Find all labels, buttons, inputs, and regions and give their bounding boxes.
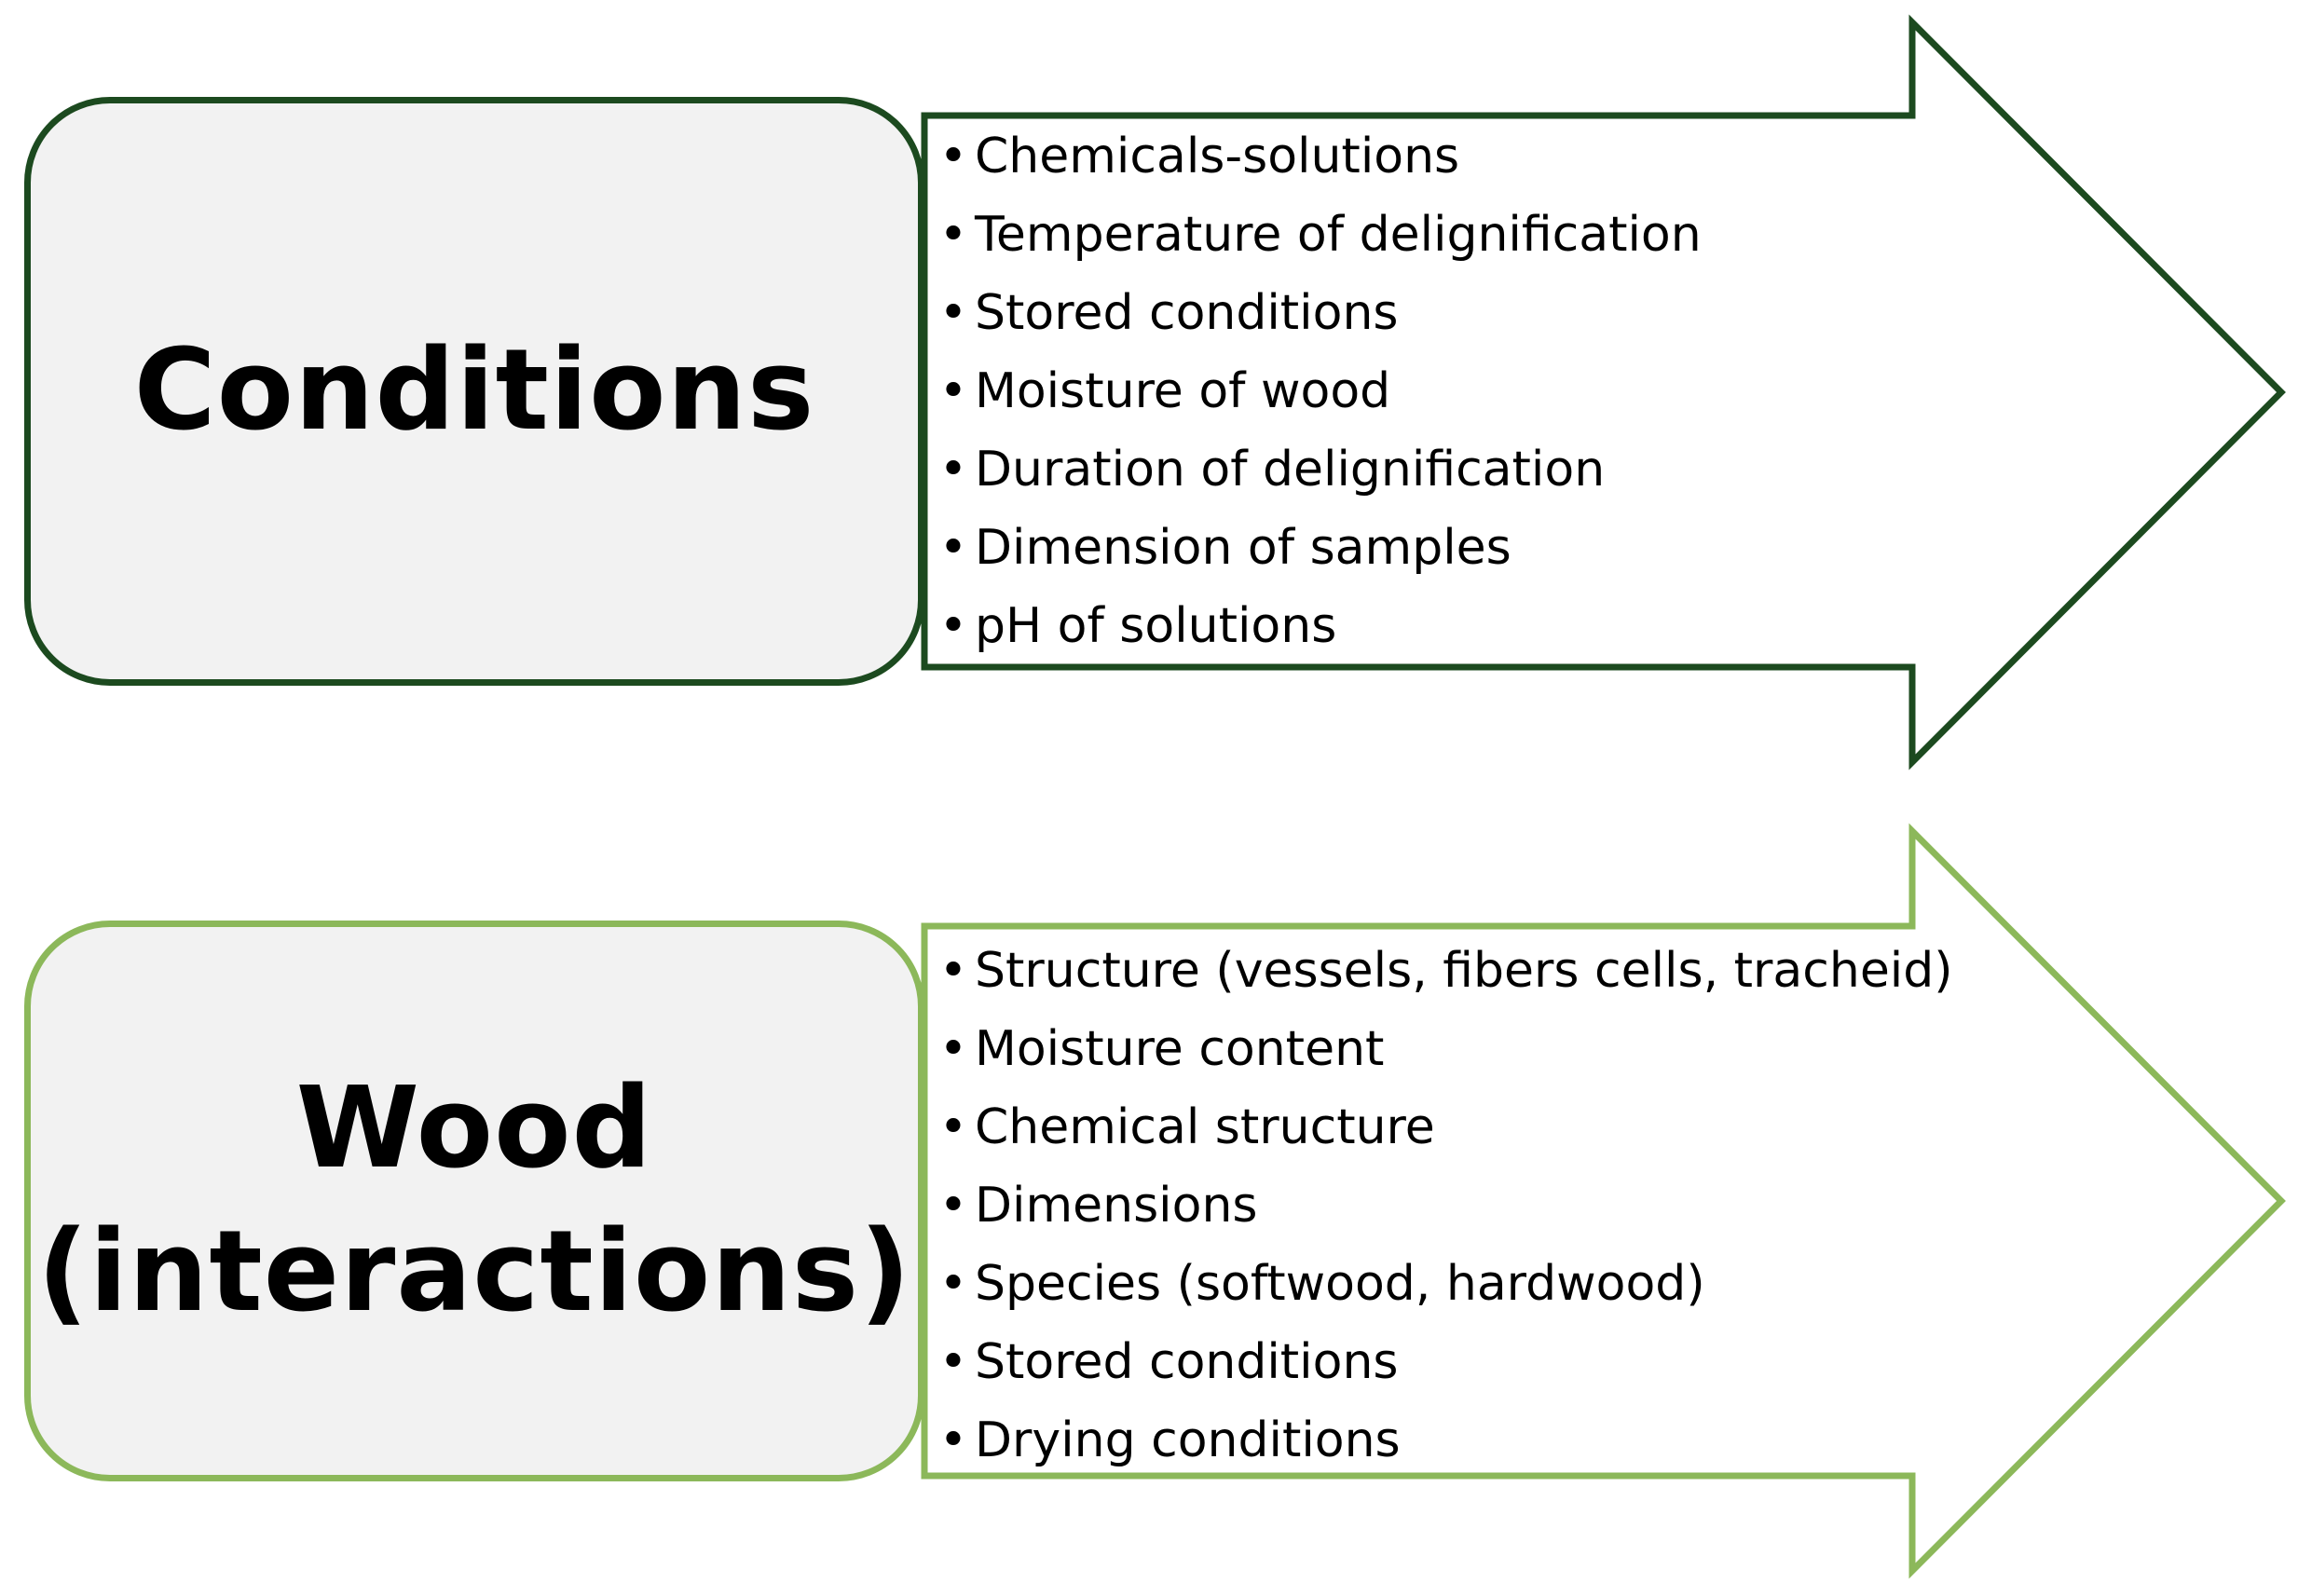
bullet-icon: •: [938, 943, 968, 999]
bullet-icon: •: [938, 1334, 968, 1390]
wood-label-line: Wood: [295, 1064, 653, 1194]
list-item-text: Temperature of delignification: [975, 207, 1702, 263]
bullet-icon: •: [938, 1178, 968, 1234]
wood-box: Wood (interactions): [24, 921, 924, 1481]
list-item: •Species (softwood, hardwood): [932, 1245, 1953, 1323]
bullet-icon: •: [938, 1021, 968, 1077]
list-item-text: Chemical structure: [975, 1099, 1435, 1155]
list-item: •Temperature of delignification: [932, 196, 1702, 274]
conditions-arrow: [921, 14, 2286, 771]
list-item-text: Drying conditions: [975, 1412, 1401, 1468]
list-item-text: Stored conditions: [975, 285, 1399, 341]
list-item: •Stored conditions: [932, 274, 1702, 352]
list-item: •Moisture content: [932, 1010, 1953, 1088]
list-item: •Dimension of samples: [932, 509, 1702, 587]
conditions-factor-list: •Chemicals-solutions •Temperature of del…: [932, 117, 1702, 665]
list-item-text: Dimensions: [975, 1178, 1258, 1234]
bullet-icon: •: [938, 442, 968, 498]
conditions-box: Conditions: [24, 97, 924, 686]
list-item-text: Moisture of wood: [975, 363, 1391, 419]
list-item-text: Stored conditions: [975, 1334, 1399, 1390]
wood-label-line: (interactions): [36, 1207, 912, 1337]
bullet-icon: •: [938, 598, 968, 654]
list-item-text: Moisture content: [975, 1021, 1385, 1077]
list-item-text: Dimension of samples: [975, 520, 1511, 576]
bullet-icon: •: [938, 363, 968, 419]
list-item: •Drying conditions: [932, 1401, 1953, 1480]
list-item-text: Duration of delignification: [975, 442, 1606, 498]
list-item: •Structure (vessels, fibers cells, trach…: [932, 932, 1953, 1010]
list-item: •Chemical structure: [932, 1088, 1953, 1166]
list-item-text: pH of solutions: [975, 598, 1337, 654]
bullet-icon: •: [938, 129, 968, 184]
wood-label: Wood (interactions): [37, 1057, 911, 1344]
list-item: •Chemicals-solutions: [932, 117, 1702, 196]
list-item: •Moisture of wood: [932, 352, 1702, 430]
list-item: •Duration of delignification: [932, 430, 1702, 509]
wood-arrow: [921, 823, 2286, 1579]
list-item-text: Structure (vessels, fibers cells, trache…: [975, 943, 1953, 999]
bullet-icon: •: [938, 1099, 968, 1155]
bullet-icon: •: [938, 285, 968, 341]
wood-factor-list: •Structure (vessels, fibers cells, trach…: [932, 932, 1953, 1480]
list-item: •pH of solutions: [932, 587, 1702, 665]
list-item: •Dimensions: [932, 1166, 1953, 1245]
list-item: •Stored conditions: [932, 1323, 1953, 1401]
list-item-text: Chemicals-solutions: [975, 129, 1460, 184]
bullet-icon: •: [938, 207, 968, 263]
bullet-icon: •: [938, 1256, 968, 1312]
bullet-icon: •: [938, 520, 968, 576]
conditions-label: Conditions: [133, 326, 815, 457]
list-item-text: Species (softwood, hardwood): [975, 1256, 1705, 1312]
bullet-icon: •: [938, 1412, 968, 1468]
